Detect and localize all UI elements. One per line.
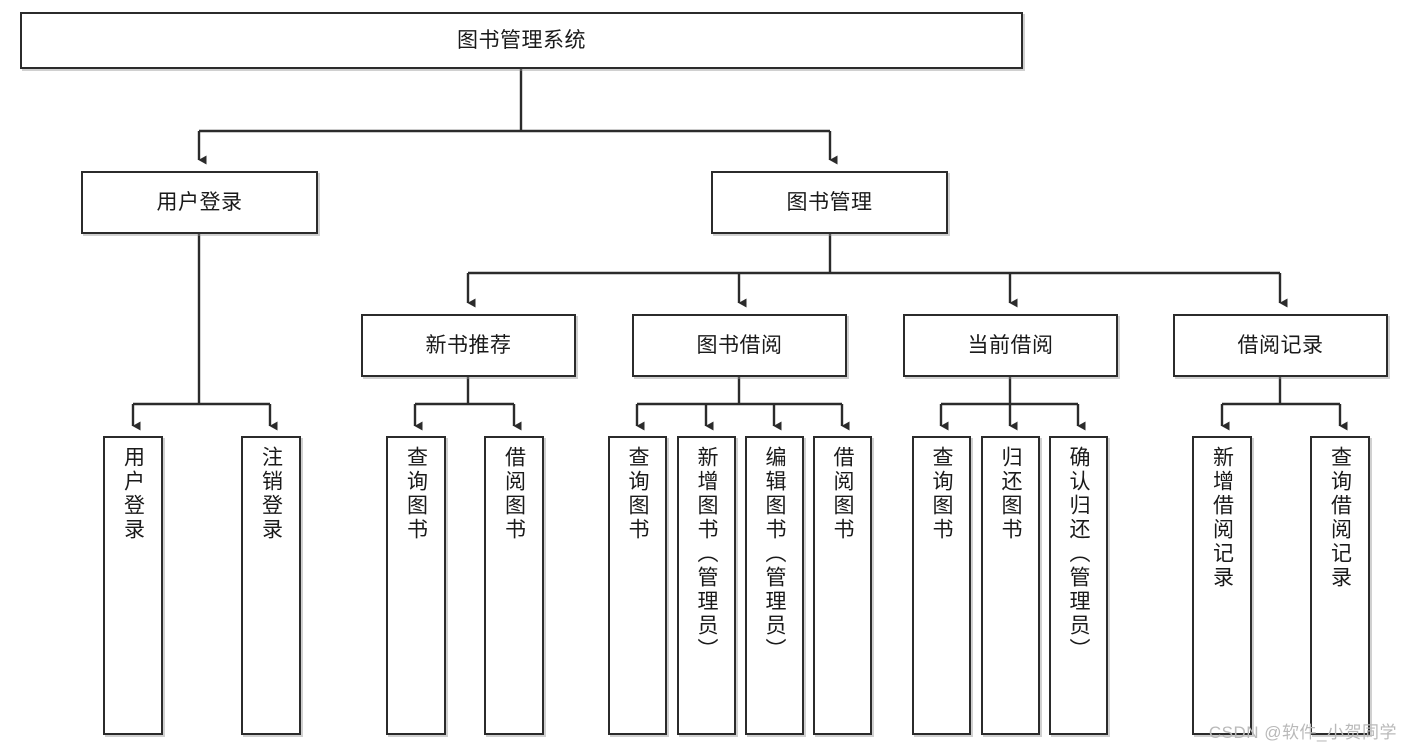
node-new-book-recommend-label: 新书推荐: [425, 333, 512, 357]
node-current-borrow-label: 当前借阅: [967, 333, 1054, 357]
node-book-borrow-label: 图书借阅: [696, 333, 783, 357]
leaf-query-record[interactable]: 查询借阅记录: [1310, 436, 1370, 735]
leaf-query-book-2[interactable]: 查询图书: [608, 436, 667, 735]
node-book-manage-label: 图书管理: [786, 190, 873, 214]
node-new-book-recommend[interactable]: 新书推荐: [361, 314, 576, 377]
leaf-user-login[interactable]: 用户登录: [103, 436, 163, 735]
leaf-add-record[interactable]: 新增借阅记录: [1192, 436, 1252, 735]
leaf-borrow-book-2-label: 借阅图书: [831, 446, 854, 542]
node-root-label: 图书管理系统: [457, 28, 586, 52]
leaf-borrow-book-1[interactable]: 借阅图书: [484, 436, 544, 735]
leaf-query-book-3-label: 查询图书: [930, 446, 953, 542]
leaf-edit-book[interactable]: 编辑图书（管理员）: [745, 436, 804, 735]
node-user-login[interactable]: 用户登录: [81, 171, 318, 234]
node-root[interactable]: 图书管理系统: [20, 12, 1023, 69]
leaf-query-book-1[interactable]: 查询图书: [386, 436, 446, 735]
leaf-confirm-return-label: 确认归还（管理员）: [1067, 446, 1090, 662]
leaf-return-book[interactable]: 归还图书: [981, 436, 1040, 735]
node-user-login-label: 用户登录: [156, 190, 243, 214]
leaf-query-record-label: 查询借阅记录: [1328, 446, 1352, 590]
leaf-query-book-2-label: 查询图书: [626, 446, 649, 542]
leaf-add-record-label: 新增借阅记录: [1210, 446, 1234, 590]
leaf-borrow-book-2[interactable]: 借阅图书: [813, 436, 872, 735]
leaf-return-book-label: 归还图书: [999, 446, 1022, 542]
node-book-manage[interactable]: 图书管理: [711, 171, 948, 234]
leaf-edit-book-label: 编辑图书（管理员）: [763, 446, 786, 662]
leaf-user-logout[interactable]: 注销登录: [241, 436, 301, 735]
node-current-borrow[interactable]: 当前借阅: [903, 314, 1118, 377]
node-borrow-record-label: 借阅记录: [1237, 333, 1324, 357]
leaf-borrow-book-1-label: 借阅图书: [502, 446, 526, 542]
leaf-query-book-3[interactable]: 查询图书: [912, 436, 971, 735]
leaf-user-logout-label: 注销登录: [259, 446, 283, 542]
node-borrow-record[interactable]: 借阅记录: [1173, 314, 1388, 377]
leaf-add-book[interactable]: 新增图书（管理员）: [677, 436, 736, 735]
leaf-query-book-1-label: 查询图书: [404, 446, 428, 542]
node-book-borrow[interactable]: 图书借阅: [632, 314, 847, 377]
leaf-user-login-label: 用户登录: [121, 446, 145, 542]
csdn-watermark: CSDN @软件_小贺同学: [1208, 723, 1397, 742]
leaf-confirm-return[interactable]: 确认归还（管理员）: [1049, 436, 1108, 735]
leaf-add-book-label: 新增图书（管理员）: [695, 446, 718, 662]
